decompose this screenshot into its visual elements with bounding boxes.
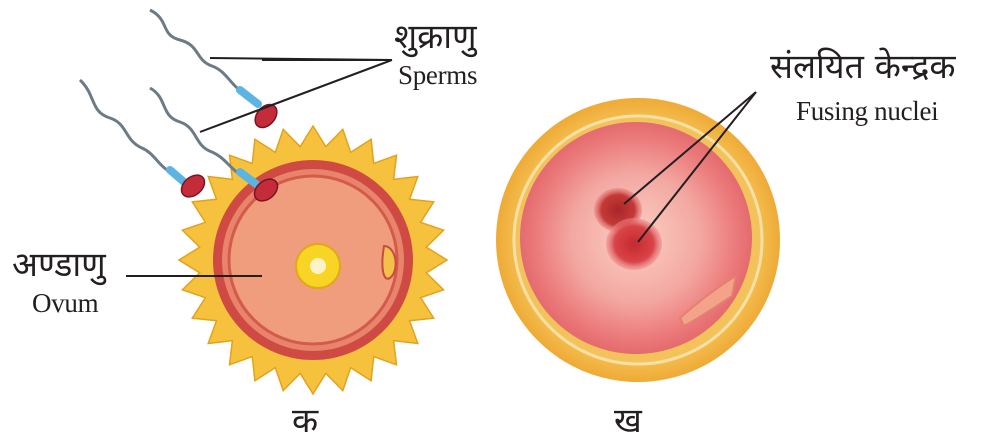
panel-caption-ka: क [292, 396, 318, 442]
sperm-tail [80, 80, 176, 174]
sperm-midpiece [170, 170, 184, 182]
female-pronucleus [606, 218, 662, 270]
sperm-leader-lines [200, 58, 392, 132]
ovum-diagram [179, 126, 447, 394]
zygote-diagram [496, 98, 780, 382]
sperms-hindi-label: शुक्राणु [394, 12, 477, 58]
ovum-nucleolus [310, 258, 326, 274]
sperms-english-label: Sperms [398, 60, 477, 91]
ovum-hindi-label: अण्डाणु [12, 240, 106, 286]
sperm-2 [80, 80, 209, 201]
sperm-tail [150, 10, 246, 94]
sperm-1 [150, 10, 281, 132]
panel-caption-kha: ख [614, 396, 642, 442]
fusing-nuclei-hindi-label: संलयित केन्द्रक [770, 42, 956, 88]
fusing-nuclei-english-label: Fusing nuclei [796, 96, 938, 127]
sperm-midpiece [240, 90, 258, 104]
ovum-english-label: Ovum [32, 288, 98, 319]
